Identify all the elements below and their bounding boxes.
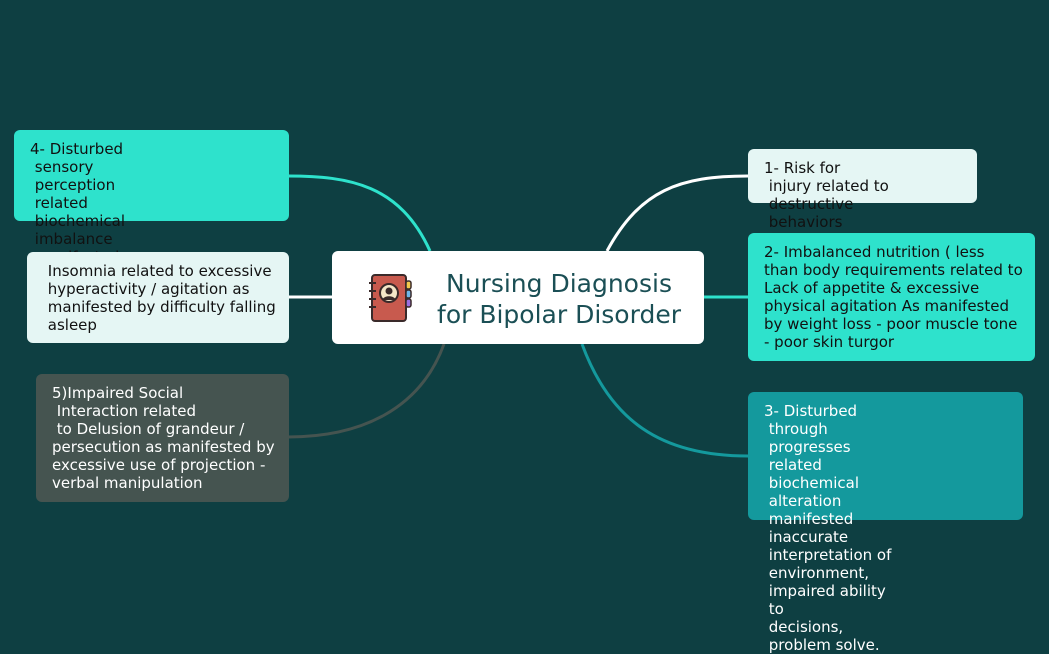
central-topic-title: Nursing Diagnosis for Bipolar Disorder [437, 269, 681, 329]
central-topic[interactable]: Nursing Diagnosis for Bipolar Disorder [332, 251, 704, 344]
notebook-contact-icon [369, 274, 412, 322]
diagnosis-node-5[interactable]: 5)Impaired Social Interaction related to… [36, 374, 289, 502]
diagnosis-node-4[interactable]: 4- Disturbed sensory perception related … [14, 130, 289, 320]
diagnosis-node-insomnia[interactable]: Insomnia related to excessive hyperactiv… [27, 252, 289, 343]
diagnosis-node-1[interactable]: 1- Risk for injury related to destructiv… [748, 149, 977, 231]
diagnosis-node-2-text: 2- Imbalanced nutrition ( less than body… [764, 243, 1023, 351]
connector-d1 [605, 174, 749, 252]
diagnosis-node-insomnia-text: Insomnia related to excessive hyperactiv… [47, 262, 276, 334]
connector-d4 [287, 174, 432, 252]
connector-d6 [287, 343, 446, 439]
diagnosis-node-3[interactable]: 3- Disturbed through progresses related … [748, 392, 1023, 654]
connector-d3 [580, 343, 749, 458]
diagnosis-node-3-text: 3- Disturbed through progresses related … [764, 402, 892, 654]
diagnosis-node-5-text: 5)Impaired Social Interaction related to… [52, 384, 275, 492]
diagnosis-node-2[interactable]: 2- Imbalanced nutrition ( less than body… [748, 233, 1035, 361]
diagnosis-node-1-text: 1- Risk for injury related to destructiv… [764, 159, 889, 231]
